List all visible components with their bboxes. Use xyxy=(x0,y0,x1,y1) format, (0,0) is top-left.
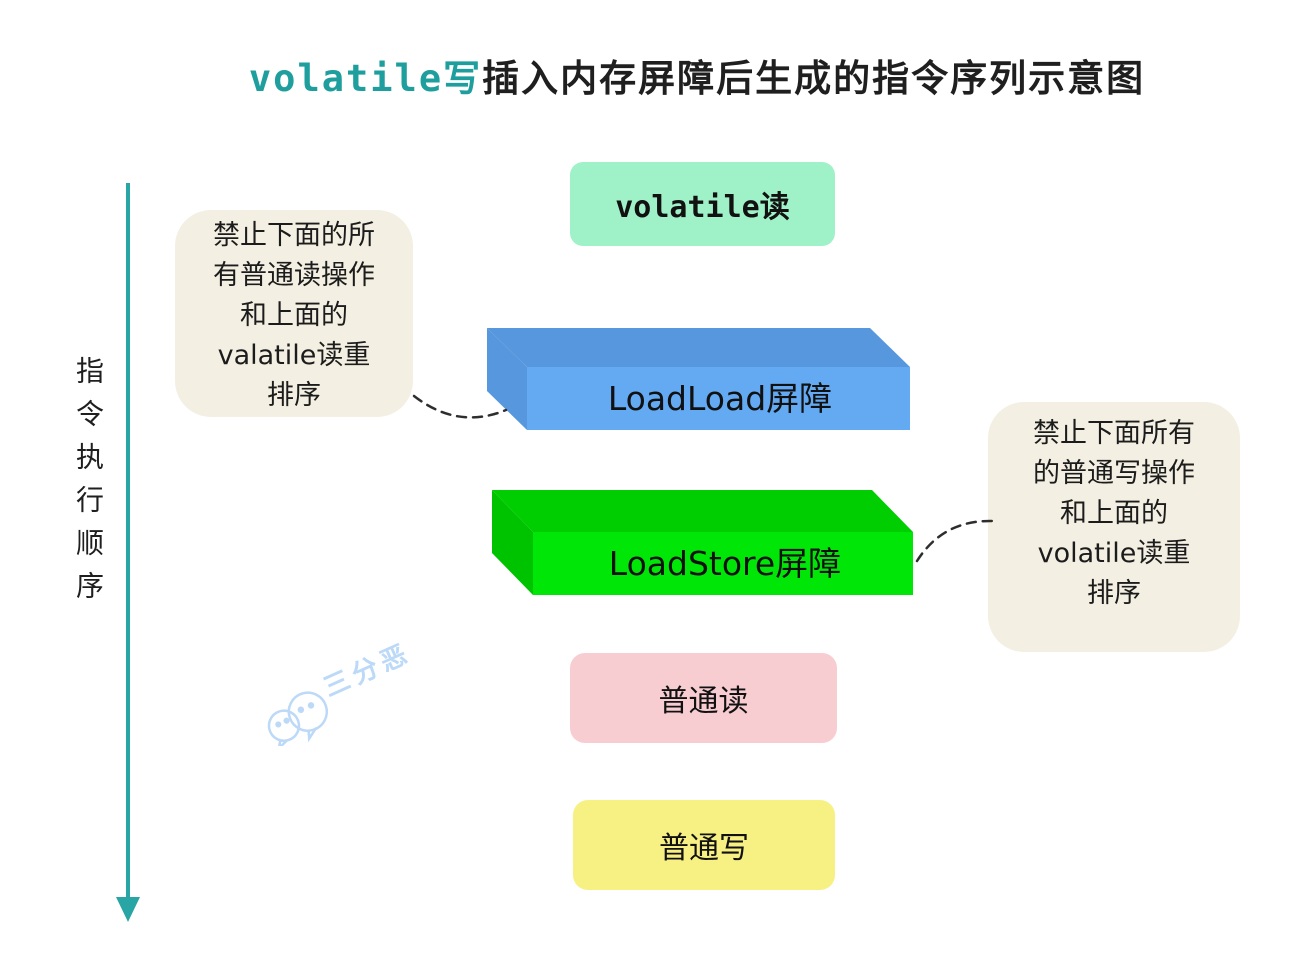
box-normal-write: 普通写 xyxy=(573,800,835,890)
note-right-line: 禁止下面所有 xyxy=(1033,418,1195,449)
box-normal-write-label: 普通写 xyxy=(659,831,749,866)
flow-arrow-line xyxy=(126,183,130,899)
note-left-line: valatile读重 xyxy=(217,340,371,371)
note-right: 禁止下面所有 的普通写操作 和上面的 volatile读重 排序 xyxy=(988,402,1240,652)
loadload-front-face xyxy=(527,367,910,430)
note-left-line: 排序 xyxy=(267,380,321,411)
title-rest: 插入内存屏障后生成的指令序列示意图 xyxy=(482,57,1146,100)
note-left-line: 有普通读操作 xyxy=(213,260,375,291)
title-highlight: volatile写 xyxy=(248,57,483,100)
box-loadstore-barrier: LoadStore屏障 xyxy=(492,490,913,595)
loadload-top-face xyxy=(487,328,910,367)
note-left-line: 禁止下面的所 xyxy=(213,220,375,251)
box-normal-read-label: 普通读 xyxy=(658,684,749,719)
loadload-side-face xyxy=(487,328,527,430)
box-loadload-label: LoadLoad屏障 xyxy=(608,379,832,418)
note-left: 禁止下面的所 有普通读操作 和上面的 valatile读重 排序 xyxy=(175,210,413,417)
watermark: 三分恶 xyxy=(267,638,416,746)
note-right-line: 的普通写操作 xyxy=(1033,458,1195,489)
box-loadstore-label: LoadStore屏障 xyxy=(609,544,841,583)
loadstore-front-face xyxy=(533,532,913,595)
page-title: volatile写插入内存屏障后生成的指令序列示意图 xyxy=(90,48,1304,102)
box-volatile-read: volatile读 xyxy=(570,162,835,246)
box-normal-read: 普通读 xyxy=(570,653,837,743)
box-loadload-barrier: LoadLoad屏障 xyxy=(487,328,910,430)
note-right-line: 排序 xyxy=(1087,578,1141,609)
connector-right-note xyxy=(915,519,994,563)
loadstore-top-face xyxy=(492,490,913,532)
note-right-line: volatile读重 xyxy=(1037,538,1191,569)
box-volatile-read-label: volatile读 xyxy=(615,190,790,225)
flow-arrow-head-icon xyxy=(116,897,140,922)
note-right-line: 和上面的 xyxy=(1060,498,1168,529)
note-left-line: 和上面的 xyxy=(240,300,348,331)
flow-axis-label: 指令执行顺序 xyxy=(72,356,105,614)
watermark-text: 三分恶 xyxy=(319,638,416,703)
loadstore-side-face xyxy=(492,490,533,595)
wechat-icon xyxy=(267,691,329,746)
